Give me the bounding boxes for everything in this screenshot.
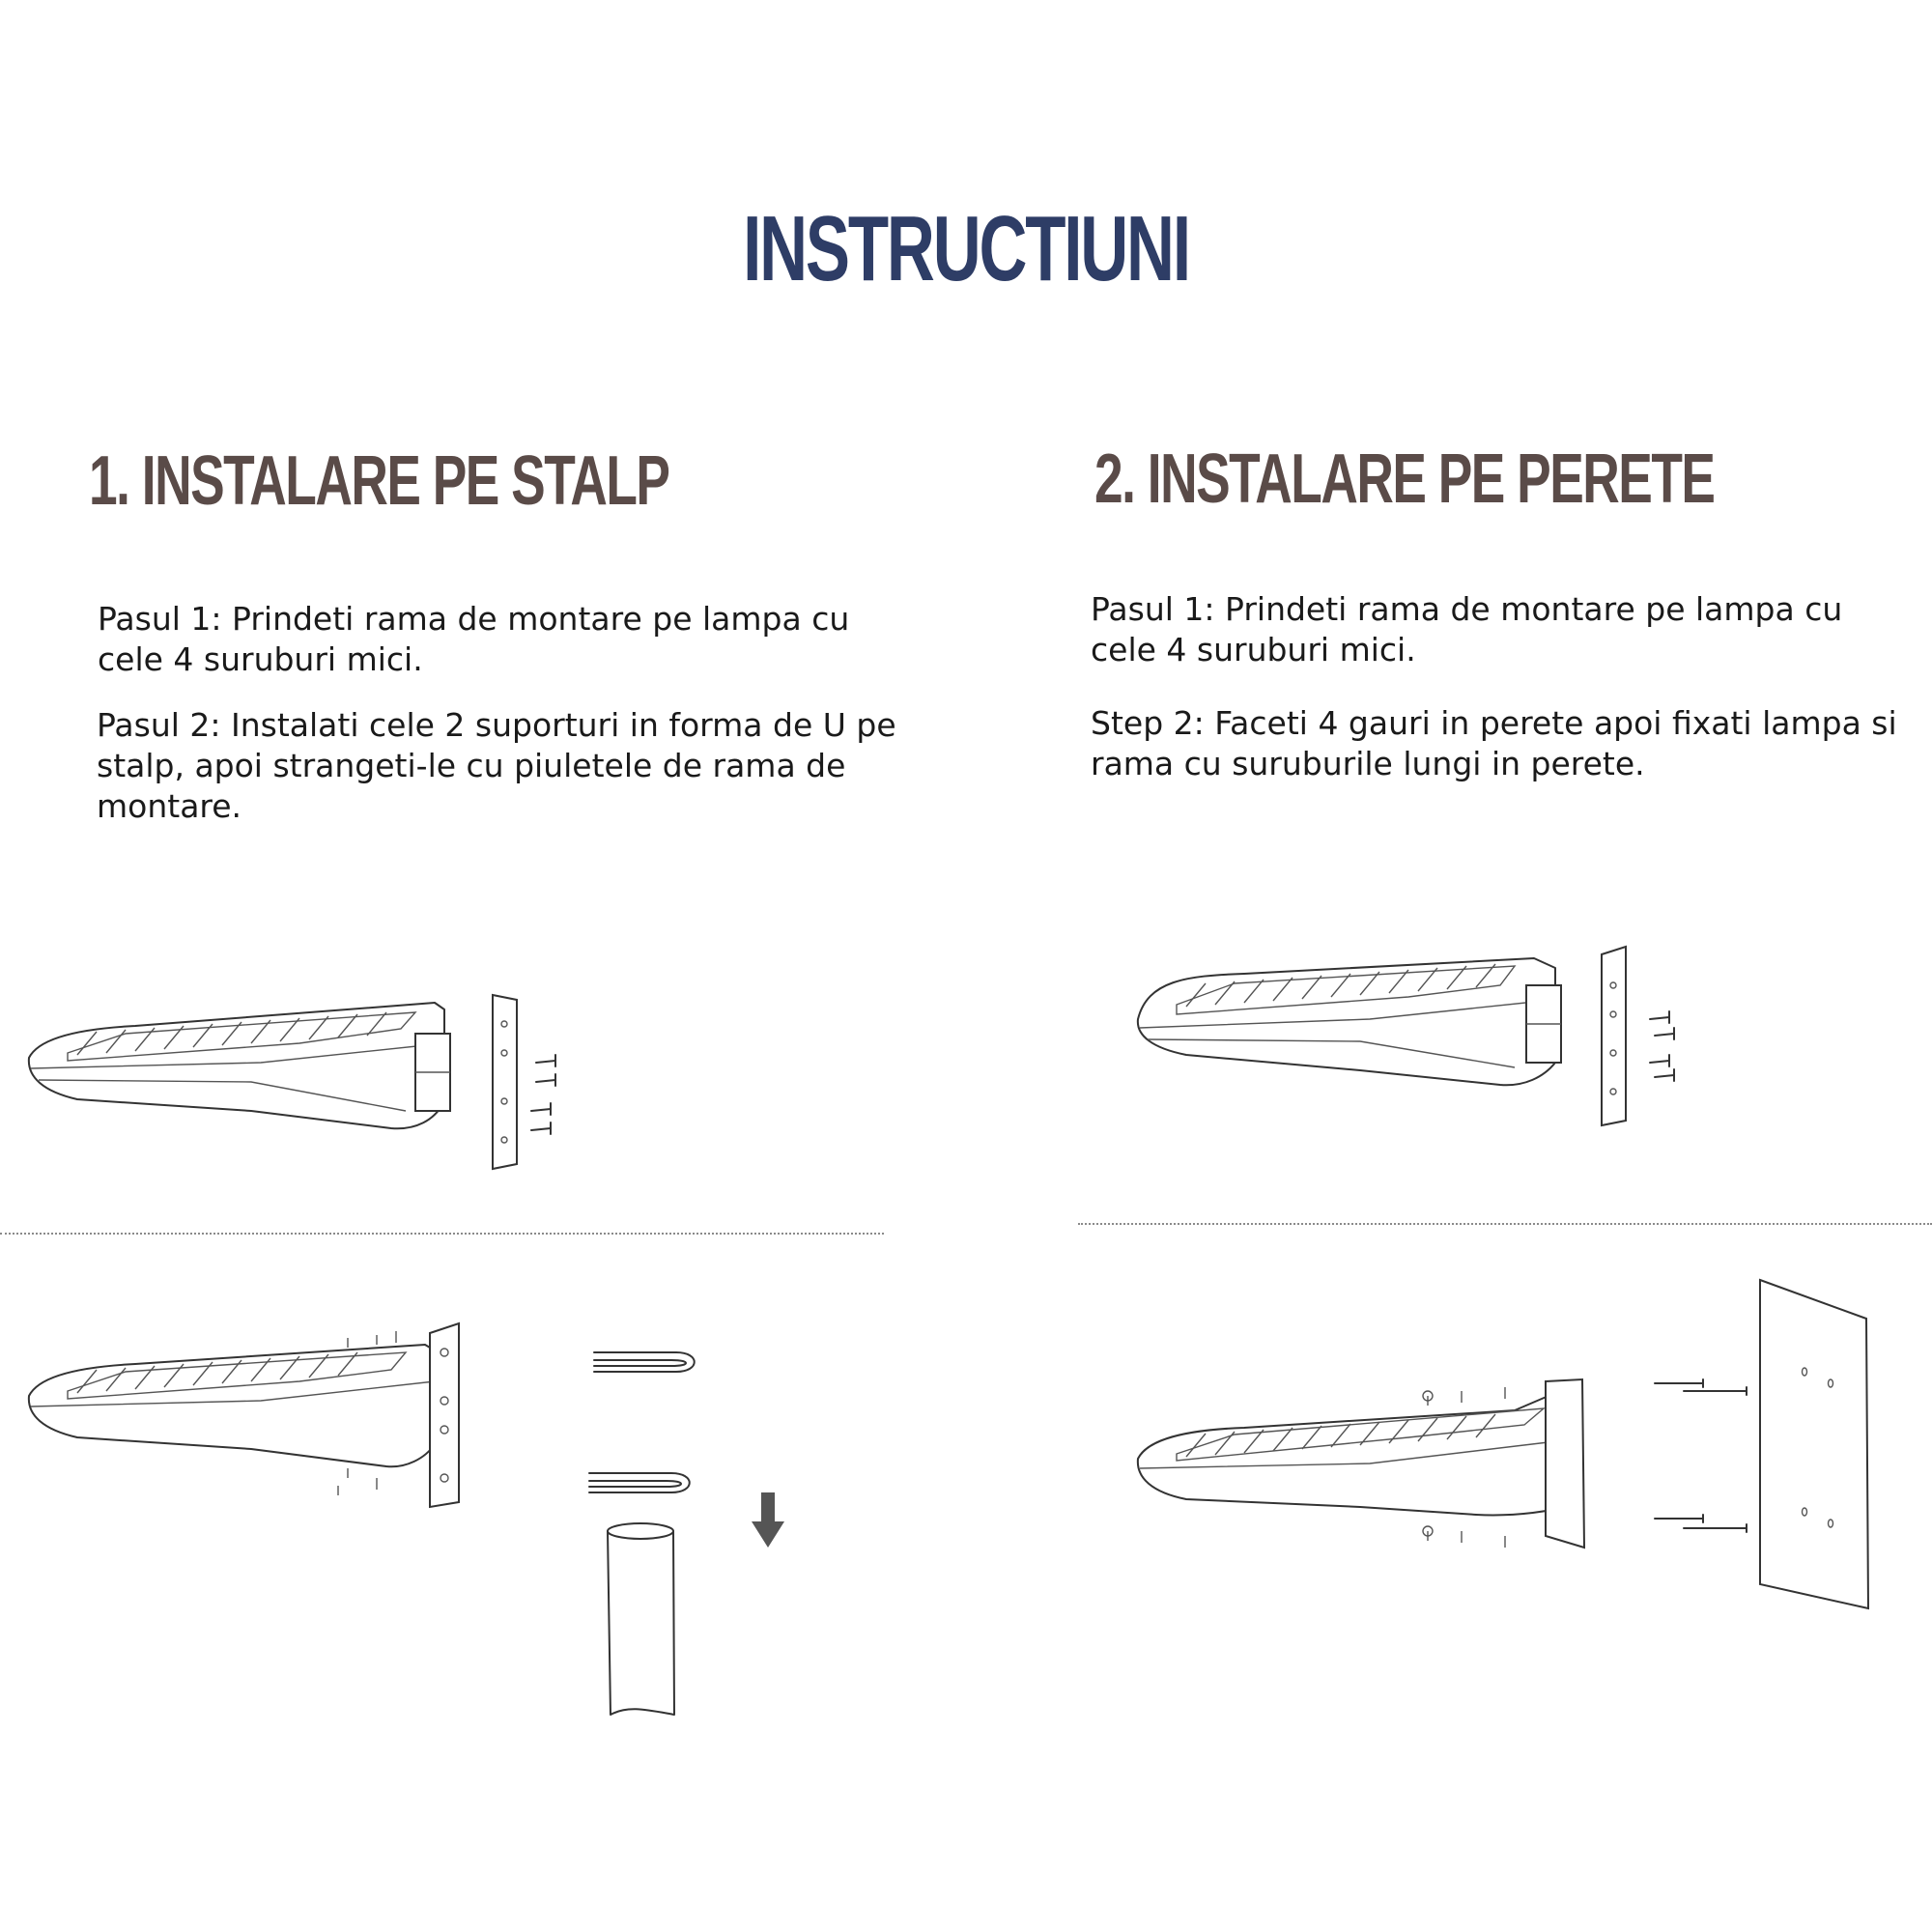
down-arrow-icon — [752, 1492, 784, 1548]
section-1-divider — [0, 1233, 884, 1235]
section-2-step-2: Step 2: Faceti 4 gauri in perete apoi fi… — [1091, 704, 1897, 782]
mount-frame — [492, 993, 518, 1171]
wall-drawing — [1759, 1278, 1870, 1610]
lamp-fixed-to-wall-with-long-screws — [1136, 1278, 1870, 1610]
mount-frame — [1601, 945, 1627, 1127]
lamp-drawing — [27, 1321, 460, 1509]
small-screws — [1649, 1010, 1675, 1082]
u-brackets — [588, 1351, 696, 1493]
lamp-with-u-brackets-and-pole — [27, 1321, 784, 1716]
pole-drawing — [607, 1522, 675, 1716]
lamp-drawing — [27, 1002, 451, 1130]
page-title: INSTRUCTIUNI — [743, 197, 1191, 300]
lamp-with-mount-frame-and-screws-wall — [1136, 945, 1675, 1127]
lamp-with-mount-frame-and-screws — [27, 993, 556, 1171]
long-screws — [1654, 1378, 1747, 1533]
section-1-step-2: Pasul 2: Instalati cele 2 suporturi in f… — [97, 706, 896, 825]
section-2-heading: 2. INSTALARE PE PERETE — [1094, 440, 1716, 518]
section-1-step-1: Pasul 1: Prindeti rama de montare pe lam… — [98, 600, 850, 678]
lamp-drawing — [1136, 1378, 1586, 1549]
section-2-step-1: Pasul 1: Prindeti rama de montare pe lam… — [1091, 590, 1843, 668]
section-2-divider — [1078, 1223, 1932, 1225]
section-1-heading: 1. INSTALARE PE STALP — [89, 442, 670, 520]
small-screws — [530, 1054, 556, 1135]
lamp-drawing — [1136, 957, 1562, 1087]
